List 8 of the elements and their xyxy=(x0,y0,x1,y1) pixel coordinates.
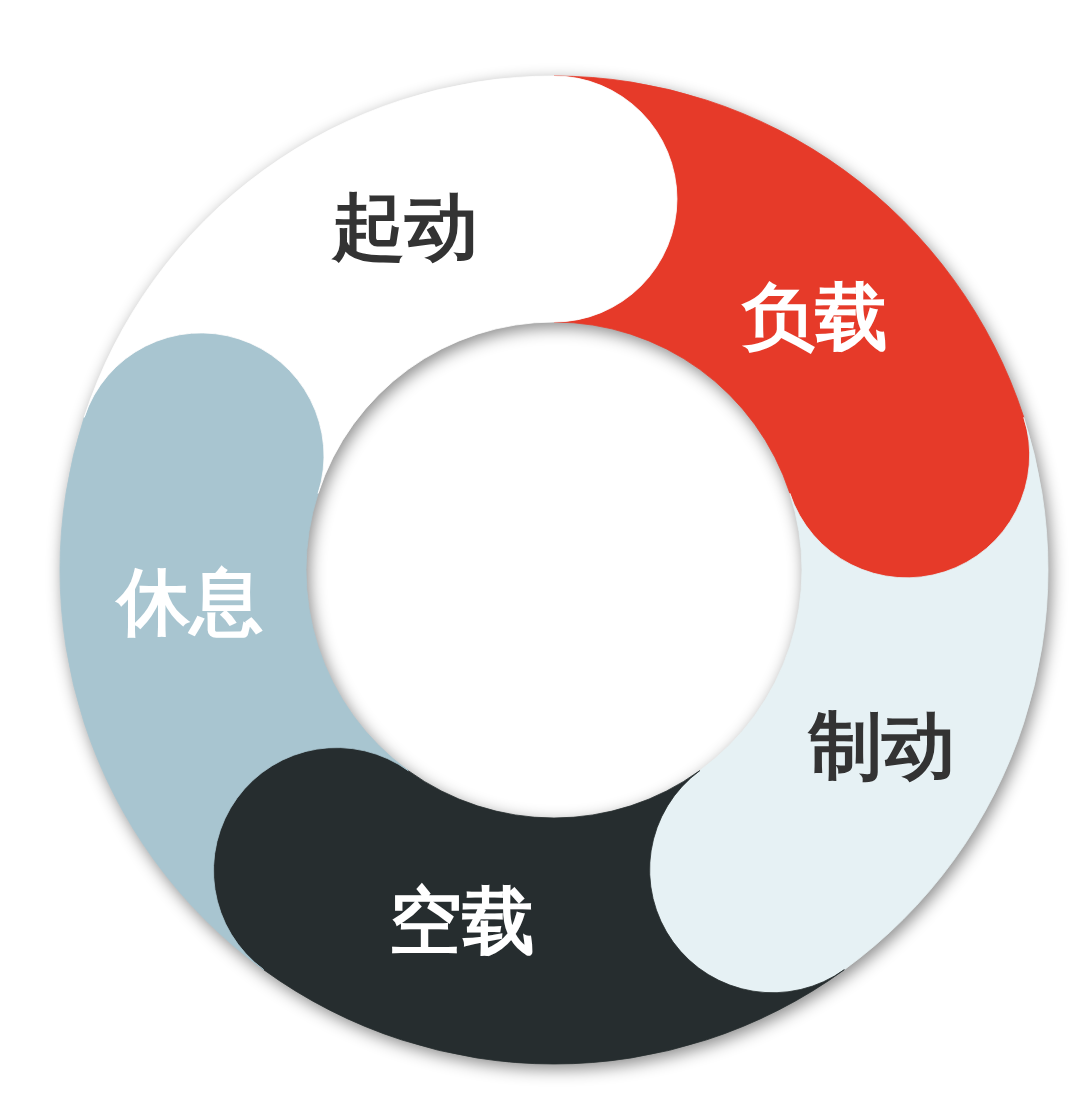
segment-label: 休息 xyxy=(117,564,263,638)
segment-label: 起动 xyxy=(332,189,478,263)
segment-label: 制动 xyxy=(809,708,955,782)
segment-label: 空载 xyxy=(389,883,535,957)
ring-segment xyxy=(554,76,1030,579)
ring-segment xyxy=(84,76,677,494)
ring-segment xyxy=(649,417,1048,994)
segment-label: 负载 xyxy=(742,279,888,353)
